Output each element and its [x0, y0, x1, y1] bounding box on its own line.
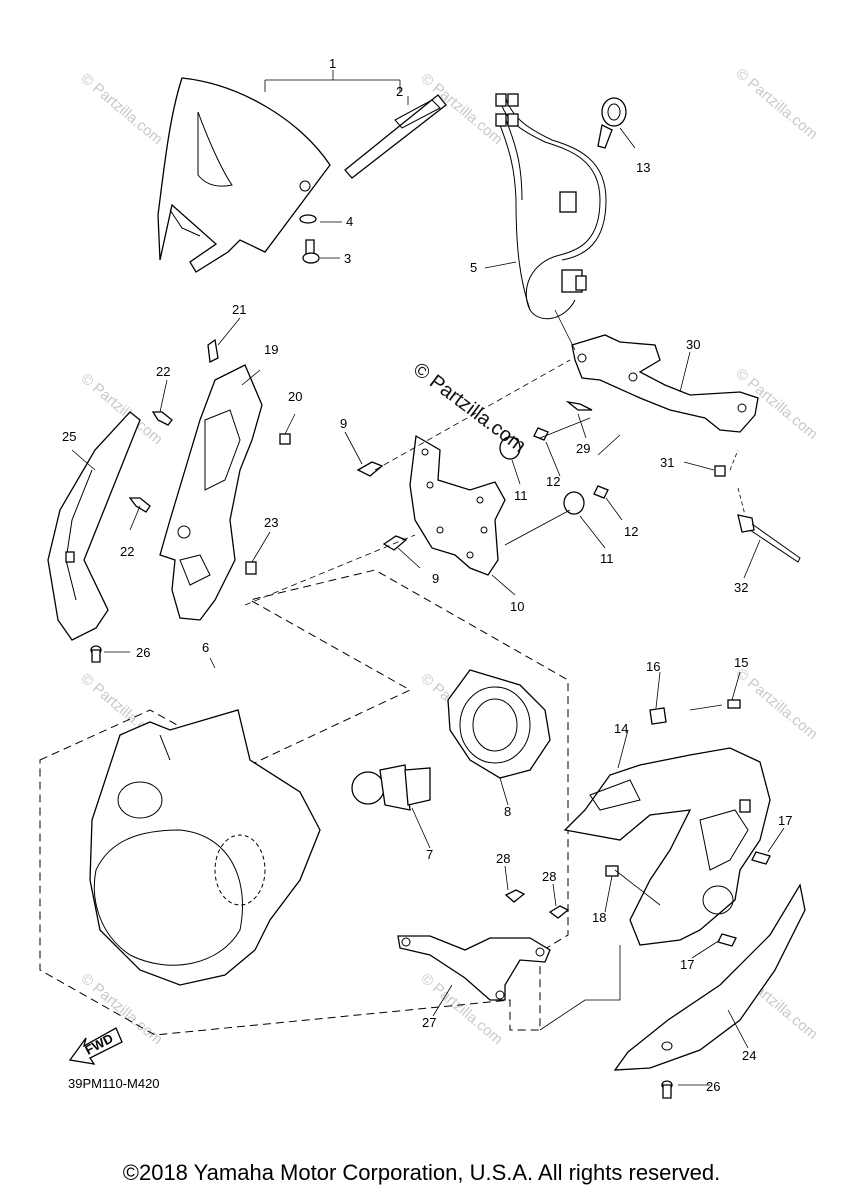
side-panel-right-part — [563, 747, 771, 946]
bolt-part — [504, 889, 526, 903]
screw-part — [151, 411, 173, 426]
watermark-faint: © Partzilla.com — [77, 970, 165, 1048]
screw-part — [90, 645, 102, 663]
nut-part — [727, 699, 741, 709]
callout-label: 30 — [686, 337, 700, 352]
callout-label: 28 — [496, 851, 510, 866]
bolt-part — [593, 485, 609, 499]
nut-part — [714, 465, 726, 477]
fwd-arrow-icon: FWD — [68, 1027, 123, 1065]
callout-label: 26 — [706, 1079, 720, 1094]
bracket-small-part — [649, 707, 667, 725]
stay-part — [571, 334, 759, 433]
callout-label: 6 — [202, 640, 209, 655]
callout-label: 20 — [288, 389, 302, 404]
watermark-faint: © Partzilla.com — [732, 65, 820, 143]
callout-label: 17 — [778, 813, 792, 828]
callout-label: 8 — [504, 804, 511, 819]
copyright-notice: ©2018 Yamaha Motor Corporation, U.S.A. A… — [122, 1160, 721, 1185]
watermark-faint: © Partzilla.com — [77, 70, 165, 148]
callout-label: 5 — [470, 260, 477, 275]
callout-label: 29 — [576, 441, 590, 456]
diagram-code: 39PM110-M420 — [68, 1076, 160, 1091]
callout-label: 11 — [600, 551, 614, 566]
nut-part — [245, 561, 257, 575]
callout-label: 13 — [636, 160, 650, 175]
callout-label: 25 — [62, 429, 76, 444]
screw-part — [128, 497, 151, 513]
bulb-part — [351, 764, 431, 811]
bracket-part — [409, 434, 506, 576]
wire-harness-part — [495, 93, 607, 320]
grommet-part — [499, 436, 521, 460]
washer-part — [299, 214, 317, 224]
watermark-faint: © Partzilla.com — [732, 665, 820, 743]
grommet-part — [563, 491, 585, 515]
callout-label: 22 — [120, 544, 134, 559]
callout-label: 9 — [432, 571, 439, 586]
callout-label: 1 — [329, 56, 336, 71]
side-cover-left-part — [47, 411, 141, 641]
callout-label: 21 — [232, 302, 246, 317]
windscreen-part — [157, 77, 447, 273]
cable-tie-part — [737, 514, 801, 563]
callout-label: 26 — [136, 645, 150, 660]
bolt-part — [356, 461, 384, 477]
callout-label: 3 — [344, 251, 351, 266]
callout-label: 17 — [680, 957, 694, 972]
callout-label: 14 — [614, 721, 628, 736]
callout-label: 11 — [514, 488, 528, 503]
callout-label: 16 — [646, 659, 660, 674]
headlight-assembly-outline — [39, 569, 569, 1036]
bolt-part — [751, 851, 771, 865]
leader-lines — [71, 70, 785, 1086]
callout-label: 32 — [734, 580, 748, 595]
inner-panel-part — [159, 364, 263, 621]
callout-label: 18 — [592, 910, 606, 925]
callout-label: 28 — [542, 869, 556, 884]
bolt-part — [565, 400, 593, 411]
clamp-part — [597, 97, 627, 149]
callout-label: 19 — [264, 342, 278, 357]
nut-part — [279, 433, 291, 445]
callout-label: 12 — [624, 524, 638, 539]
bolt-part — [533, 427, 549, 441]
callout-label: 22 — [156, 364, 170, 379]
callout-label: 12 — [546, 474, 560, 489]
callout-label: 15 — [734, 655, 748, 670]
callout-label: 31 — [660, 455, 674, 470]
callout-label: 2 — [396, 84, 403, 99]
headlight-cover-part — [447, 669, 551, 779]
callout-label: 4 — [346, 214, 353, 229]
screw-part — [661, 1080, 673, 1099]
callout-label: 24 — [742, 1048, 756, 1063]
lower-cover-part — [613, 883, 806, 1071]
headlight-housing-part — [89, 709, 321, 986]
callout-label: 27 — [422, 1015, 436, 1030]
callout-label: 9 — [340, 416, 347, 431]
callout-labels: 1 2 3 4 5 6 7 8 9 9 10 11 11 12 12 13 14… — [62, 56, 792, 1094]
screw-part — [302, 239, 320, 264]
bolt-part — [717, 933, 737, 947]
clip-part — [207, 338, 219, 363]
callout-label: 23 — [264, 515, 278, 530]
callout-label: 7 — [426, 847, 433, 862]
lower-stay-part — [397, 935, 551, 1001]
callout-label: 10 — [510, 599, 524, 614]
bolt-part — [548, 905, 570, 919]
